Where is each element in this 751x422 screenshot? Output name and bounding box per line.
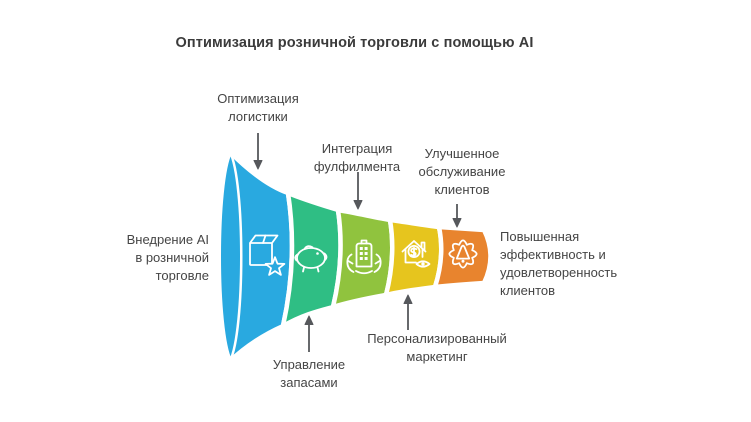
arrow-down-fulfillment (353, 172, 363, 210)
funnel-outcome-label: Повышенная эффективность и удовлетворенн… (500, 229, 618, 298)
callout-label-logistics: Оптимизация логистики (217, 91, 299, 124)
building-shape (355, 242, 373, 268)
arrow-up-inventory (304, 315, 314, 352)
piggy-body (296, 247, 326, 269)
piggy-eye (316, 252, 319, 255)
house-dollar-eye-icon (401, 240, 431, 268)
diagram-title: Оптимизация розничной торговли с помощью… (175, 35, 534, 51)
package-star-icon (249, 234, 286, 276)
house-roof (401, 240, 427, 253)
callout-label-customer-service: Улучшенное обслуживание клиентов (418, 146, 506, 197)
house-walls (404, 248, 424, 264)
callout-label-inventory: Управление запасами (272, 357, 346, 390)
funnel-input-label: Внедрение AI в розничной торговле (126, 232, 209, 283)
funnel-stage-segment-1 (216, 149, 295, 364)
arrow-up-marketing (403, 294, 413, 330)
piggy-legs (302, 266, 320, 273)
funnel-mouth-rim (228, 151, 243, 362)
piggy-bank-icon (294, 245, 328, 273)
funnel-stage-segment-5 (432, 224, 493, 290)
callout-label-marketing: Персонализированный маркетинг (367, 331, 507, 364)
dollar-circle (407, 244, 421, 258)
piggy-ear (303, 245, 314, 250)
callout-arrows (253, 133, 462, 352)
eye-pupil (421, 262, 425, 266)
arrow-head (304, 315, 314, 325)
arrow-head (353, 200, 363, 210)
box-lid-divider (262, 234, 267, 244)
right-hand (373, 253, 382, 273)
arrow-head (403, 294, 413, 304)
callout-label-fulfillment: Интеграция фулфилмента (313, 141, 401, 174)
building-windows (359, 247, 368, 260)
arrow-down-logistics (253, 133, 263, 170)
bell-clapper (461, 259, 465, 263)
piggy-tail (294, 253, 299, 262)
arrow-head (452, 218, 462, 228)
piggy-snout (323, 252, 328, 262)
building-top-tab (360, 239, 368, 245)
arrow-head (253, 160, 263, 170)
star-shape (264, 256, 286, 276)
box-shape (249, 242, 273, 266)
badge-bell-icon (448, 239, 478, 269)
left-hand (346, 253, 355, 273)
bell-shape (455, 244, 471, 260)
hands-cup (355, 270, 373, 275)
arrow-down-service (452, 204, 462, 228)
box-lid (249, 234, 279, 244)
badge-seal-shape (448, 239, 478, 269)
funnel-segments (216, 149, 493, 364)
house-chimney (420, 241, 426, 251)
dollar-sign (410, 246, 418, 257)
hands-building-icon (346, 239, 382, 275)
